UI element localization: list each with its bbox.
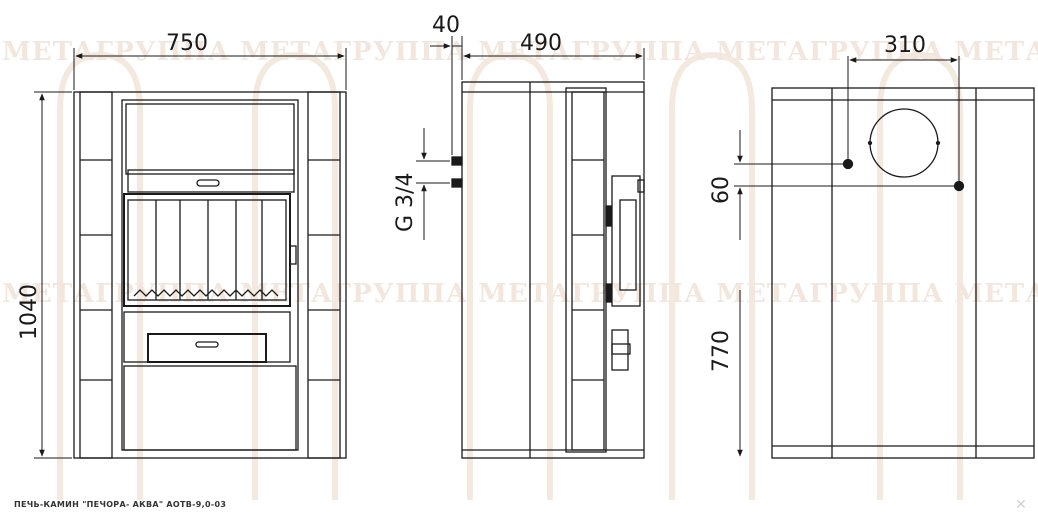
rear-outer-body (771, 87, 1035, 459)
side-door-profile (611, 175, 641, 307)
watermark-logo (877, 51, 963, 500)
watermark-logo (467, 51, 553, 500)
rear-pipe-spacing-label: 60 (709, 176, 734, 204)
side-depth-label: 490 (520, 31, 562, 56)
front-ash-drawer (147, 333, 267, 363)
watermark: МЕТАГРУППА МЕТАГРУППА МЕТАГРУППА МЕТАГРУ… (2, 37, 1038, 500)
rear-pipe-point-upper (842, 158, 854, 170)
close-icon[interactable]: ✕ (1015, 497, 1027, 513)
side-pipe-offset-label: 40 (432, 13, 460, 38)
rear-pipe-height-label: 770 (709, 330, 734, 372)
front-dimensions (34, 48, 347, 459)
side-pipe-upper (451, 156, 463, 166)
rear-view (771, 87, 1035, 459)
front-outer-body (73, 91, 347, 459)
rear-pipe-point-lower (953, 180, 965, 192)
side-view (451, 81, 645, 459)
front-height-label: 1040 (17, 284, 42, 340)
front-door-handle (196, 179, 220, 187)
rear-dimensions (734, 56, 960, 457)
side-handle (637, 179, 645, 193)
caption: ПЕЧЬ-КАМИН "ПЕЧОРА- АКВА" АОТВ-9,0-03 (14, 500, 227, 509)
watermark-logo (669, 51, 755, 500)
side-pipe-lower (451, 178, 463, 188)
watermark-logo (252, 51, 338, 500)
rear-flue-offset-label: 310 (884, 33, 926, 58)
side-outer-body (461, 81, 645, 459)
watermark-logos (57, 51, 963, 500)
front-ash-handle (195, 341, 219, 348)
front-view (73, 91, 347, 459)
front-grate (133, 289, 279, 297)
thread-label: G 3/4 (393, 173, 418, 232)
watermark-text-middle: МЕТАГРУППА МЕТАГРУППА МЕТАГРУППА МЕТАГРУ… (2, 279, 1038, 309)
front-inner-frame (121, 99, 299, 451)
front-right-tiles (307, 91, 341, 459)
front-width-label: 750 (166, 31, 208, 56)
front-left-tiles (79, 91, 113, 459)
side-dimensions (416, 36, 645, 240)
